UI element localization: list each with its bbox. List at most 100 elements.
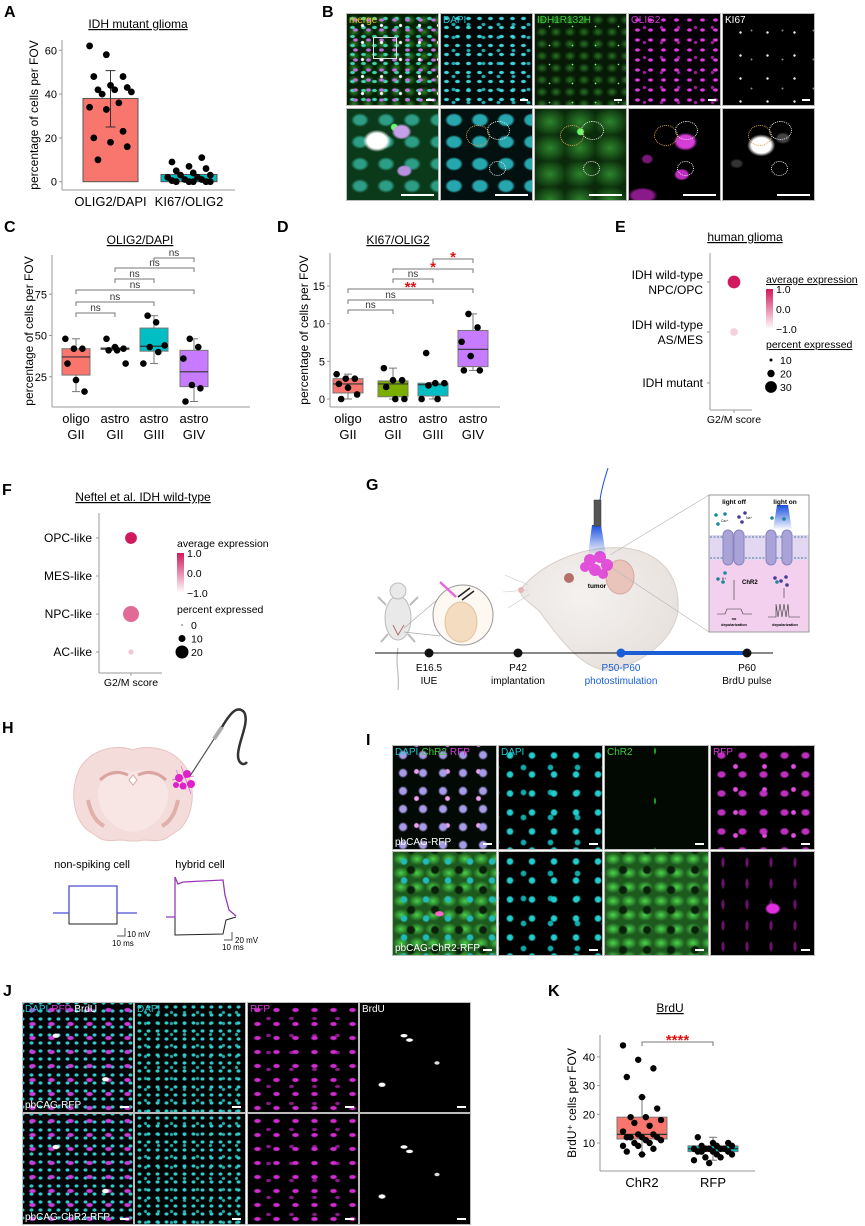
tumor-icon [580,551,613,579]
micrograph-j-rfp-row1: RFP [248,1003,358,1112]
data-point [650,1145,657,1152]
color-scale-label: 1.0 [776,284,791,296]
significance-bracket [75,289,195,294]
size-legend-label: 30 [780,382,792,394]
micrograph-b-dapi-row2 [441,109,532,200]
y-tick-label: 75 [35,289,47,301]
cell-outline [489,161,506,176]
significance-label: ns [169,248,180,259]
box [457,329,489,368]
chart-title: OLIG2/DAPI [107,233,174,247]
patch-electrode-icon [189,708,248,777]
x-tick-label: astro [459,411,488,426]
data-point [86,103,93,111]
scale-bar [457,1106,466,1108]
data-point [81,388,88,395]
significance-bracket [641,1041,714,1046]
data-point [465,310,472,318]
data-point [657,1136,665,1144]
size-legend-dot [765,381,777,393]
panel-label-i: I [366,732,370,749]
channel-label: DAPI [443,15,467,26]
scale-bar [520,99,528,101]
data-point [635,1142,642,1150]
data-point [476,367,484,374]
cell-outline [675,121,698,140]
condition-label: pbCAG-ChR2-RFP [25,1212,111,1223]
channel-header: BrdU [362,1004,388,1015]
data-point [619,1128,627,1135]
row-label: MES-like [44,569,92,583]
data-point [460,367,468,374]
timeline-point-p42 [513,648,523,658]
channel-header: IDH1R132H [537,15,594,26]
data-point [180,355,187,362]
data-point [102,106,110,113]
row-label: IDH wild-type [632,268,704,282]
y-tick-label: 60 [45,45,57,57]
channel-header: DAPI [501,747,527,758]
y-tick-label: 20 [45,133,57,145]
data-point [90,73,98,80]
color-scale-label: −1.0 [776,324,797,336]
micrograph-i-dapi-row2 [499,852,602,955]
channel-label: ChR2 [607,747,633,758]
micrograph-b-merge-row2 [347,109,438,200]
data-point [94,86,102,94]
y-tick-label: 10 [313,319,325,331]
data-point [474,324,481,331]
significance-bracket [347,309,394,314]
x-tick-label: astro [140,411,169,426]
micrograph-j-rfp-row2 [248,1114,358,1224]
micrograph-b-idh1r132h-row2 [535,109,626,200]
zoom-region-box [373,37,397,59]
micrograph-i-dapi-chr2-rfp-row2: pbCAG-ChR2-RFP [393,852,496,955]
micrograph-j-dapi-row1: DAPI [135,1003,245,1112]
data-point [119,73,127,80]
data-point [172,178,180,186]
light-off-label: light off [722,499,747,506]
data-point [123,143,131,151]
chart-title: Neftel et al. IDH wild-type [75,490,211,504]
timeline-point-e16 [424,648,434,658]
data-point [441,379,448,387]
cell-outline [581,121,604,140]
timeline-point-p60 [742,648,752,658]
micrograph-i-chr2-row1: ChR2 [605,746,708,849]
scale-bar [802,99,810,101]
significance-label: ns [129,269,140,280]
channel-label: KI67 [725,15,746,26]
timeline-time: P42 [509,663,527,674]
no-depolarization-label: depolarization [721,623,747,627]
micrograph-b-olig2-row2 [629,109,720,200]
micrograph-b-ki67-row2 [723,109,814,200]
data-point [638,1151,646,1158]
data-point [115,99,123,107]
significance-label: **** [666,1032,690,1049]
data-point [64,360,71,367]
x-tick-label: OLIG2/DAPI [74,194,146,209]
channel-header: RFP [250,1004,273,1015]
significance-label: ns [365,300,376,311]
channel-label: DAPI [501,747,525,758]
data-point [646,1139,653,1147]
significance-label: ** [405,279,417,296]
color-scale-label: 0.0 [187,568,202,580]
error-bar [105,70,116,128]
data-point [103,335,110,343]
size-legend-label: 20 [780,369,792,381]
chart-title: human glioma [707,230,783,244]
data-point [619,1042,627,1049]
x-tick-label: GIII [423,427,444,442]
channel-label: BrdU [362,1004,385,1015]
scale-bar [589,949,598,951]
y-tick-label: 20 [583,1109,595,1121]
data-point [127,88,135,96]
scale-bar [120,1106,129,1108]
micrograph-b-olig2-row1: OLIG2 [629,14,720,105]
condition-label: pbCAG-ChR2-RFP [395,943,481,954]
y-tick-label: 10 [583,1138,595,1150]
color-scale-bar [177,553,184,593]
